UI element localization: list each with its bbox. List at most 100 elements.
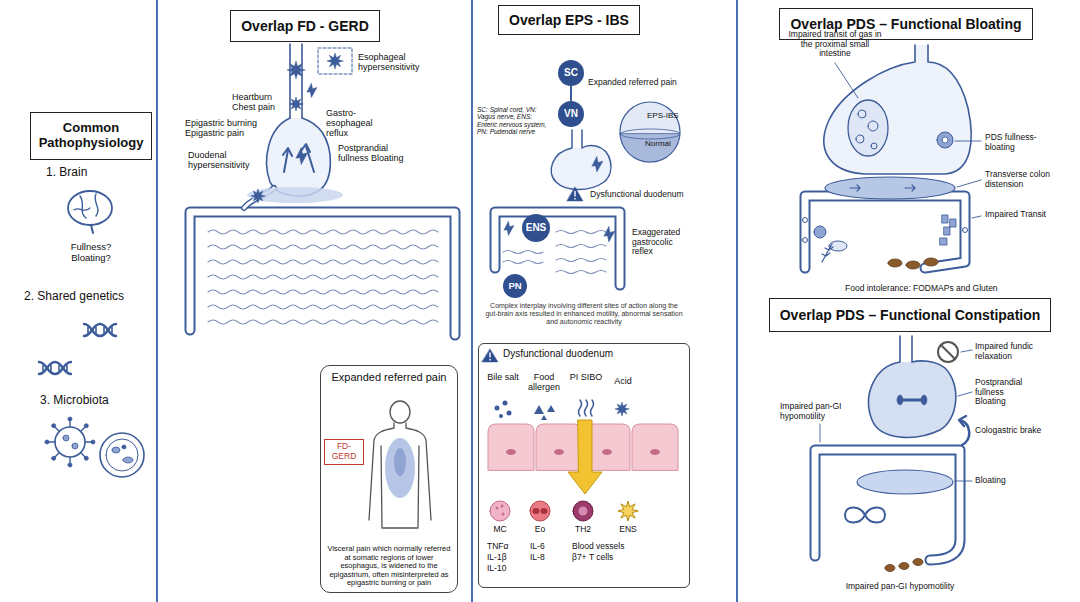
virus-spike [55,453,59,457]
colon-lumen [815,450,960,560]
virus-spike [49,441,55,442]
virus-spike-tip [45,440,49,444]
leader-line [958,392,972,396]
small-bowel [556,271,606,274]
bacteria-blob [123,457,133,463]
dna-rung [50,365,52,371]
annotation-label: Bloating [975,476,1055,486]
food-bread [829,241,847,251]
annotation-label: PDS fullness-bloating [985,133,1057,152]
virus-spike [81,453,85,457]
hypomotility-symbol [845,508,885,523]
stomach-outline [267,118,331,196]
referred-pain-core [394,448,406,476]
nerve-circle: VN [558,101,584,127]
node-text: PN [508,281,521,292]
annotation-label: EPS-IBS [647,112,681,121]
node-text: Expanded referred pain [327,371,451,384]
sensitivity-rim [620,129,680,139]
virus-spike [69,421,70,427]
annotation-label: Expanded referred pain [588,78,708,88]
annotation-label: Cologastric brake [975,426,1070,436]
mucosa-villus [632,424,678,470]
node-body-text: Visceral pain which normally referred at… [327,545,451,588]
stomach-outline [551,146,611,190]
colon-bubble [803,218,968,243]
warning-triangle [482,349,498,362]
node-text: Overlap PDS – Functional Constipation [780,307,1041,323]
leader-line [955,141,981,142]
node-text: Dysfunctional duodenum [503,348,683,360]
pain-bolt [592,156,603,172]
annotation-label: IL-1β [487,553,527,563]
annotation-label: Postprandial fullness Bloating [338,143,410,163]
esophagus-wall [911,336,913,362]
pathophysiology-item: 2. Shared genetics [24,290,154,303]
fullness-dumbbell-weight [897,395,927,405]
annotation-label: Epigastric burning Epigastric pain [185,118,275,138]
dna-strand [84,324,116,336]
esophagus-wall [301,44,303,118]
esophagus-wall [581,130,583,148]
pathophysiology-item: 3. Microbiota [40,394,152,407]
virus-spike-tip [52,456,56,460]
annotation-label: Duodenal hypersensitivity [188,150,262,170]
villus-nucleus [554,449,564,455]
annotation-label: Transverse colon distension [985,170,1070,189]
small-bowel [556,245,606,248]
hypersensitivity-star [289,97,303,111]
pathophysiology-item: 1. Brain [46,166,151,179]
brain-fold [80,196,86,218]
bacteria-inner [106,439,138,471]
small-bowel [556,259,606,262]
cascade-arrow [568,420,602,494]
virus-spike-tip [91,440,95,444]
pain-bolt [604,226,615,242]
leader-line [820,424,821,442]
small-bowel [208,290,438,294]
bile-salt-dot [507,411,512,416]
annotation-label: PI SIBO [568,372,604,382]
node-text: Overlap FD - GERD [241,18,369,34]
bile-salt-dot [499,414,503,418]
annotation-label: Food intolerance: FODMAPs and Gluten [845,284,1055,294]
mast-cell [490,501,510,521]
dna-rung [66,365,68,371]
cologastric-arrowhead [959,416,966,426]
virus-icon [55,427,85,457]
pain-bolt [504,221,514,235]
esophagus-wall [571,130,573,148]
esophagus-wall [899,336,901,362]
small-bowel [556,231,606,234]
small-bowel [208,275,438,279]
dna-rung [103,327,105,333]
transit-block [940,215,956,245]
annotation-label: Complex interplay involving different si… [484,302,684,325]
esophagus-wall [289,44,291,118]
food-wheat [822,244,833,262]
annotation-label: Heartburn Chest pain [232,92,286,112]
annotation-label: Impaired pan-GI hypomotility [780,402,860,421]
sensitivity-sphere [620,102,680,162]
bacteria-cell [100,433,144,477]
stomach-outline [824,45,971,174]
bacteria-blob [122,445,126,449]
fullness-area [247,187,343,203]
villus-nucleus [506,449,516,455]
node-text: Common Pathophysiology [35,121,147,151]
acid-star [615,402,629,416]
annotation-label: ENS [613,525,643,535]
hypersensitivity-star [251,189,265,203]
reflux-arrowhead [283,148,292,156]
node-text: VN [564,108,578,120]
dna-rung [58,365,60,371]
pathophysiology-item: Fullness? Bloating? [60,242,122,263]
annotation-label: Esophageal hypersensitivity [358,52,453,72]
panel-title: Overlap PDS – Functional Constipation [769,298,1052,332]
colon-lumen [190,212,455,335]
annotation-label: Impaired fundic relaxation [975,342,1070,361]
annotation-label: IL-10 [487,564,527,574]
virus-spike [85,441,91,442]
stool-pellet [885,559,923,572]
